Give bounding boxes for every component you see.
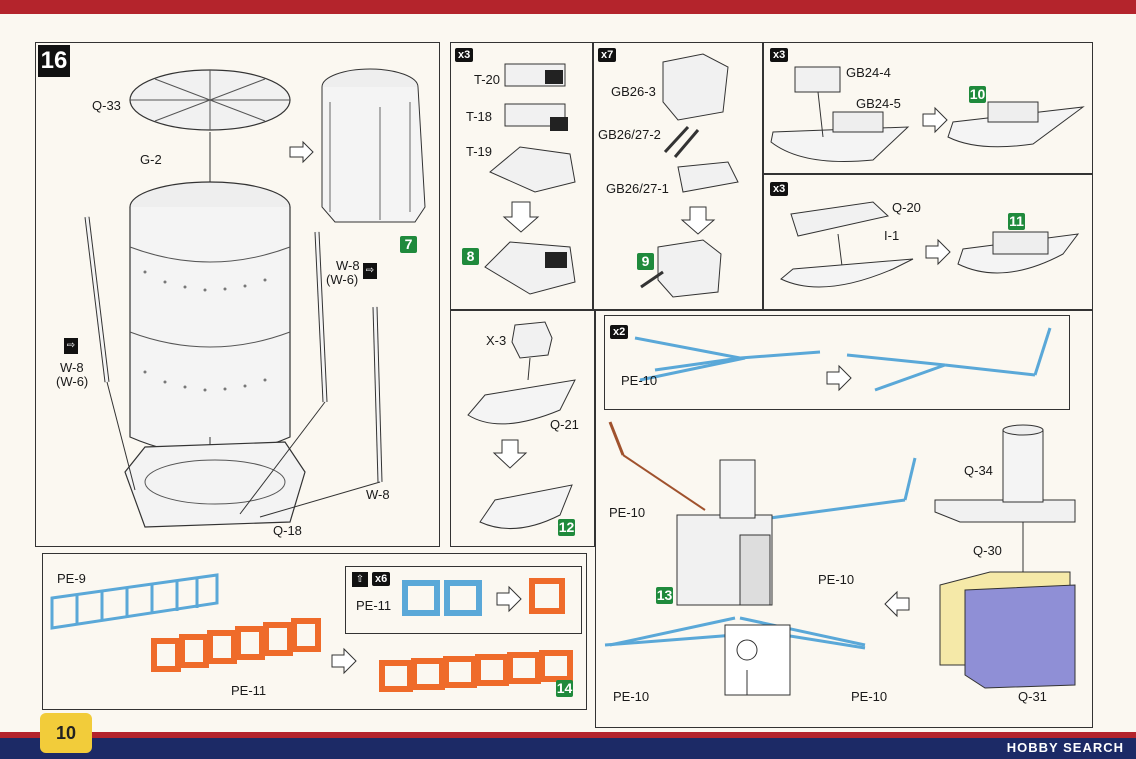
frame-callout [345, 566, 582, 634]
part-label-w8-right: W-8 [336, 258, 360, 273]
mast-multiplier: x2 [610, 325, 629, 339]
part-label-pe10-left: PE-10 [609, 505, 646, 520]
flip-icon-left: ⇨ [64, 338, 78, 354]
turret-illustration [484, 63, 576, 295]
watermark: HOBBY SEARCH [1006, 740, 1124, 755]
part-label-q33: Q-33 [92, 98, 121, 113]
part-label-q20: Q-20 [892, 200, 921, 215]
part-label-q18: Q-18 [273, 523, 302, 538]
part-label-t19: T-19 [466, 144, 493, 159]
boat-c-panel [450, 310, 595, 547]
result-badge-14: 14 [556, 680, 573, 697]
part-label-w6-right: (W-6) [326, 272, 359, 287]
result-badge-10: 10 [969, 86, 986, 103]
mast-subpanel [604, 315, 1070, 410]
part-label-t18: T-18 [466, 109, 493, 124]
result-badge-12: 12 [558, 519, 575, 536]
part-label-gb24-4: GB24-4 [846, 65, 891, 80]
part-label-pe10-br: PE-10 [851, 689, 888, 704]
part-label-i1: I-1 [884, 228, 900, 243]
frame-multiplier: x6 [372, 572, 391, 586]
part-label-gb26-27-2: GB26/27-2 [598, 127, 661, 142]
gun-illustration [640, 53, 739, 298]
turret-panel [450, 42, 593, 310]
part-label-q30: Q-30 [973, 543, 1002, 558]
part-label-pe10-mid: PE-10 [818, 572, 855, 587]
part-label-g2: G-2 [140, 152, 162, 167]
part-label-gb26-27-1: GB26/27-1 [606, 181, 669, 196]
result-badge-8: 8 [462, 248, 479, 265]
part-label-q21: Q-21 [550, 417, 579, 432]
result-badge-13: 13 [656, 587, 673, 604]
part-label-w6-left: (W-6) [56, 374, 89, 389]
bottom-red-stripe [0, 732, 1136, 738]
boat-b-illustration [780, 201, 1080, 288]
part-label-t20: T-20 [474, 72, 501, 87]
part-label-q34: Q-34 [964, 463, 993, 478]
page-number: 10 [40, 713, 92, 753]
frame-panel [42, 553, 587, 710]
boat-b-panel [763, 174, 1093, 310]
boat-a-illustration [770, 66, 1085, 162]
boat-c-illustration [467, 321, 576, 530]
main-assembly-illustration [84, 68, 426, 528]
part-label-w8-left: W-8 [60, 360, 84, 375]
boat-a-panel [763, 42, 1093, 174]
flip-icon-frame: ⇧ [352, 572, 368, 587]
top-color-bar [0, 0, 1136, 14]
part-label-pe9: PE-9 [57, 571, 86, 586]
boat-b-multiplier: x3 [770, 182, 789, 196]
part-label-pe11-callout: PE-11 [356, 598, 392, 613]
part-label-q31: Q-31 [1018, 689, 1047, 704]
part-label-gb26-3: GB26-3 [611, 84, 656, 99]
result-badge-7: 7 [400, 236, 417, 253]
bottom-color-bar [0, 738, 1136, 759]
result-badge-11: 11 [1008, 213, 1025, 230]
part-label-pe10-top: PE-10 [621, 373, 658, 388]
boat-a-multiplier: x3 [770, 48, 789, 62]
main-step-panel [35, 42, 440, 547]
turret-multiplier: x3 [455, 48, 474, 62]
mast-panel [595, 310, 1093, 728]
frame-illustration [50, 573, 573, 692]
part-label-x3: X-3 [486, 333, 507, 348]
part-label-pe11-bottom: PE-11 [231, 683, 267, 698]
flip-icon-right: ⇨ [363, 263, 377, 279]
part-label-pe10-bl: PE-10 [613, 689, 650, 704]
result-badge-9: 9 [637, 253, 654, 270]
part-label-w8-bottom: W-8 [366, 487, 390, 502]
gun-multiplier: x7 [598, 48, 617, 62]
gun-panel [593, 42, 763, 310]
step-number: 16 [38, 45, 70, 77]
mast-illustration [604, 327, 1076, 696]
part-label-gb24-5: GB24-5 [856, 96, 901, 111]
